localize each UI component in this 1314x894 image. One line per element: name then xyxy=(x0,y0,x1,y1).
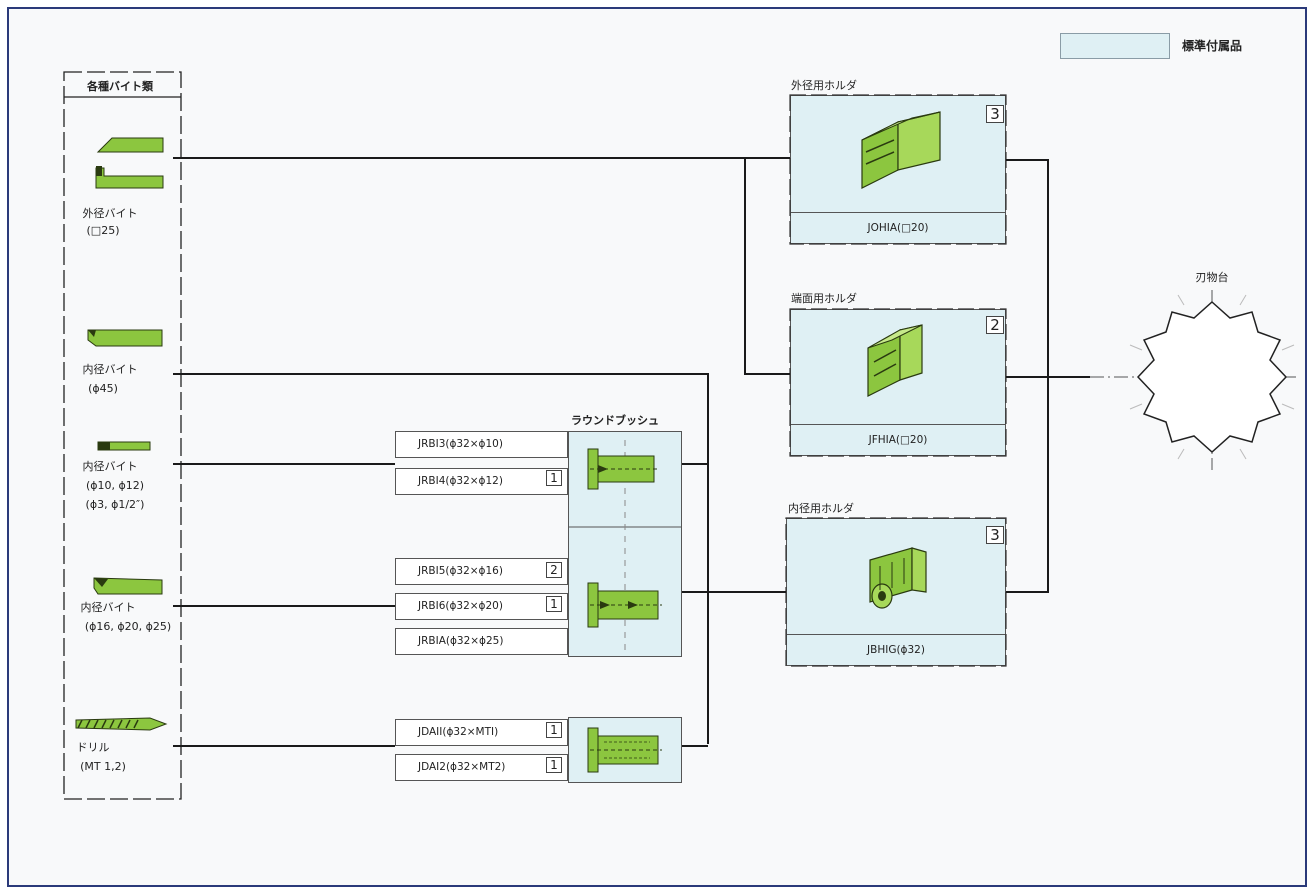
bushing-icon-3 xyxy=(587,727,662,773)
mid-boring-bar-icon xyxy=(93,577,163,595)
bushing-title: ラウンドブッシュ xyxy=(571,414,659,427)
drill-icon xyxy=(75,717,168,731)
bushing-row-jrbi4: JRBI4(ϕ32×ϕ12) xyxy=(395,468,568,495)
holder-bore-icon xyxy=(869,547,927,609)
holder-title-bore: 内径用ホルダ xyxy=(788,502,854,515)
wire-bore-45 xyxy=(173,373,709,744)
bushing-qty-jrbi5: 2 xyxy=(546,562,562,578)
od-tool-icon xyxy=(95,137,164,189)
tool-label-bore-45: 内径バイト xyxy=(82,363,138,376)
holder-qty-od: 3 xyxy=(986,105,1004,123)
tool-spec-bore-small-1: (ϕ10, ϕ12) xyxy=(85,479,145,492)
legend-label: 標準付属品 xyxy=(1182,39,1243,53)
bushing-qty-jdai2: 1 xyxy=(546,757,562,773)
boring-bar-icon xyxy=(87,329,163,347)
wire-group xyxy=(173,157,1090,747)
tool-label-bore-small: 内径バイト xyxy=(82,460,138,473)
tool-spec-bore-mid: (ϕ16, ϕ20, ϕ25) xyxy=(84,620,172,633)
tool-label-bore-mid: 内径バイト xyxy=(80,601,136,614)
tools-header: 各種バイト類 xyxy=(87,80,153,93)
tool-spec-drill: (MT 1,2) xyxy=(80,760,126,773)
bushing-row-jrbi5: JRBI5(ϕ32×ϕ16) xyxy=(395,558,568,585)
bushing-icon-1 xyxy=(587,448,660,490)
legend-swatch xyxy=(1060,33,1170,59)
tool-spec-bore-45: (ϕ45) xyxy=(88,382,118,395)
bushing-qty-jdaii: 1 xyxy=(546,722,562,738)
holder-title-face: 端面用ホルダ xyxy=(791,292,857,305)
tool-spec-od: (□25) xyxy=(86,224,120,237)
holder-od-dash xyxy=(789,94,1007,245)
turret-label: 刃物台 xyxy=(1195,271,1229,284)
tool-spec-bore-small-2: (ϕ3, ϕ1/2″) xyxy=(85,498,145,511)
holder-title-od: 外径用ホルダ xyxy=(791,79,857,92)
holder-code-od: JOHIA(□20) xyxy=(791,212,1005,243)
small-boring-bar-icon xyxy=(97,441,151,451)
holder-face-icon xyxy=(867,324,923,397)
bushing-icon-2 xyxy=(587,582,662,628)
holder-face-dash xyxy=(789,308,1007,457)
holder-od-icon xyxy=(861,111,941,189)
bushing-row-jrbi3: JRBI3(ϕ32×ϕ10) xyxy=(395,431,568,458)
tools-column-box xyxy=(63,71,182,800)
holder-qty-bore: 3 xyxy=(986,526,1004,544)
holder-code-face: JFHIA(□20) xyxy=(791,424,1005,455)
bushing-qty-jrbi4: 1 xyxy=(546,470,562,486)
wire-to-face-holder xyxy=(744,158,790,375)
bushing-row-jrbi6: JRBI6(ϕ32×ϕ20) xyxy=(395,593,568,620)
holder-code-bore: JBHIG(ϕ32) xyxy=(787,634,1005,665)
bushing-row-jrbia: JRBIA(ϕ32×ϕ25) xyxy=(395,628,568,655)
tool-label-od: 外径バイト xyxy=(82,207,138,220)
turret-icon xyxy=(1090,290,1300,470)
bushing-row-jdai2: JDAI2(ϕ32×MT2) xyxy=(395,754,568,781)
tool-label-drill: ドリル xyxy=(76,741,110,754)
bushing-qty-jrbi6: 1 xyxy=(546,596,562,612)
bushing-row-jdaii: JDAII(ϕ32×MTI) xyxy=(395,719,568,746)
holder-qty-face: 2 xyxy=(986,316,1004,334)
